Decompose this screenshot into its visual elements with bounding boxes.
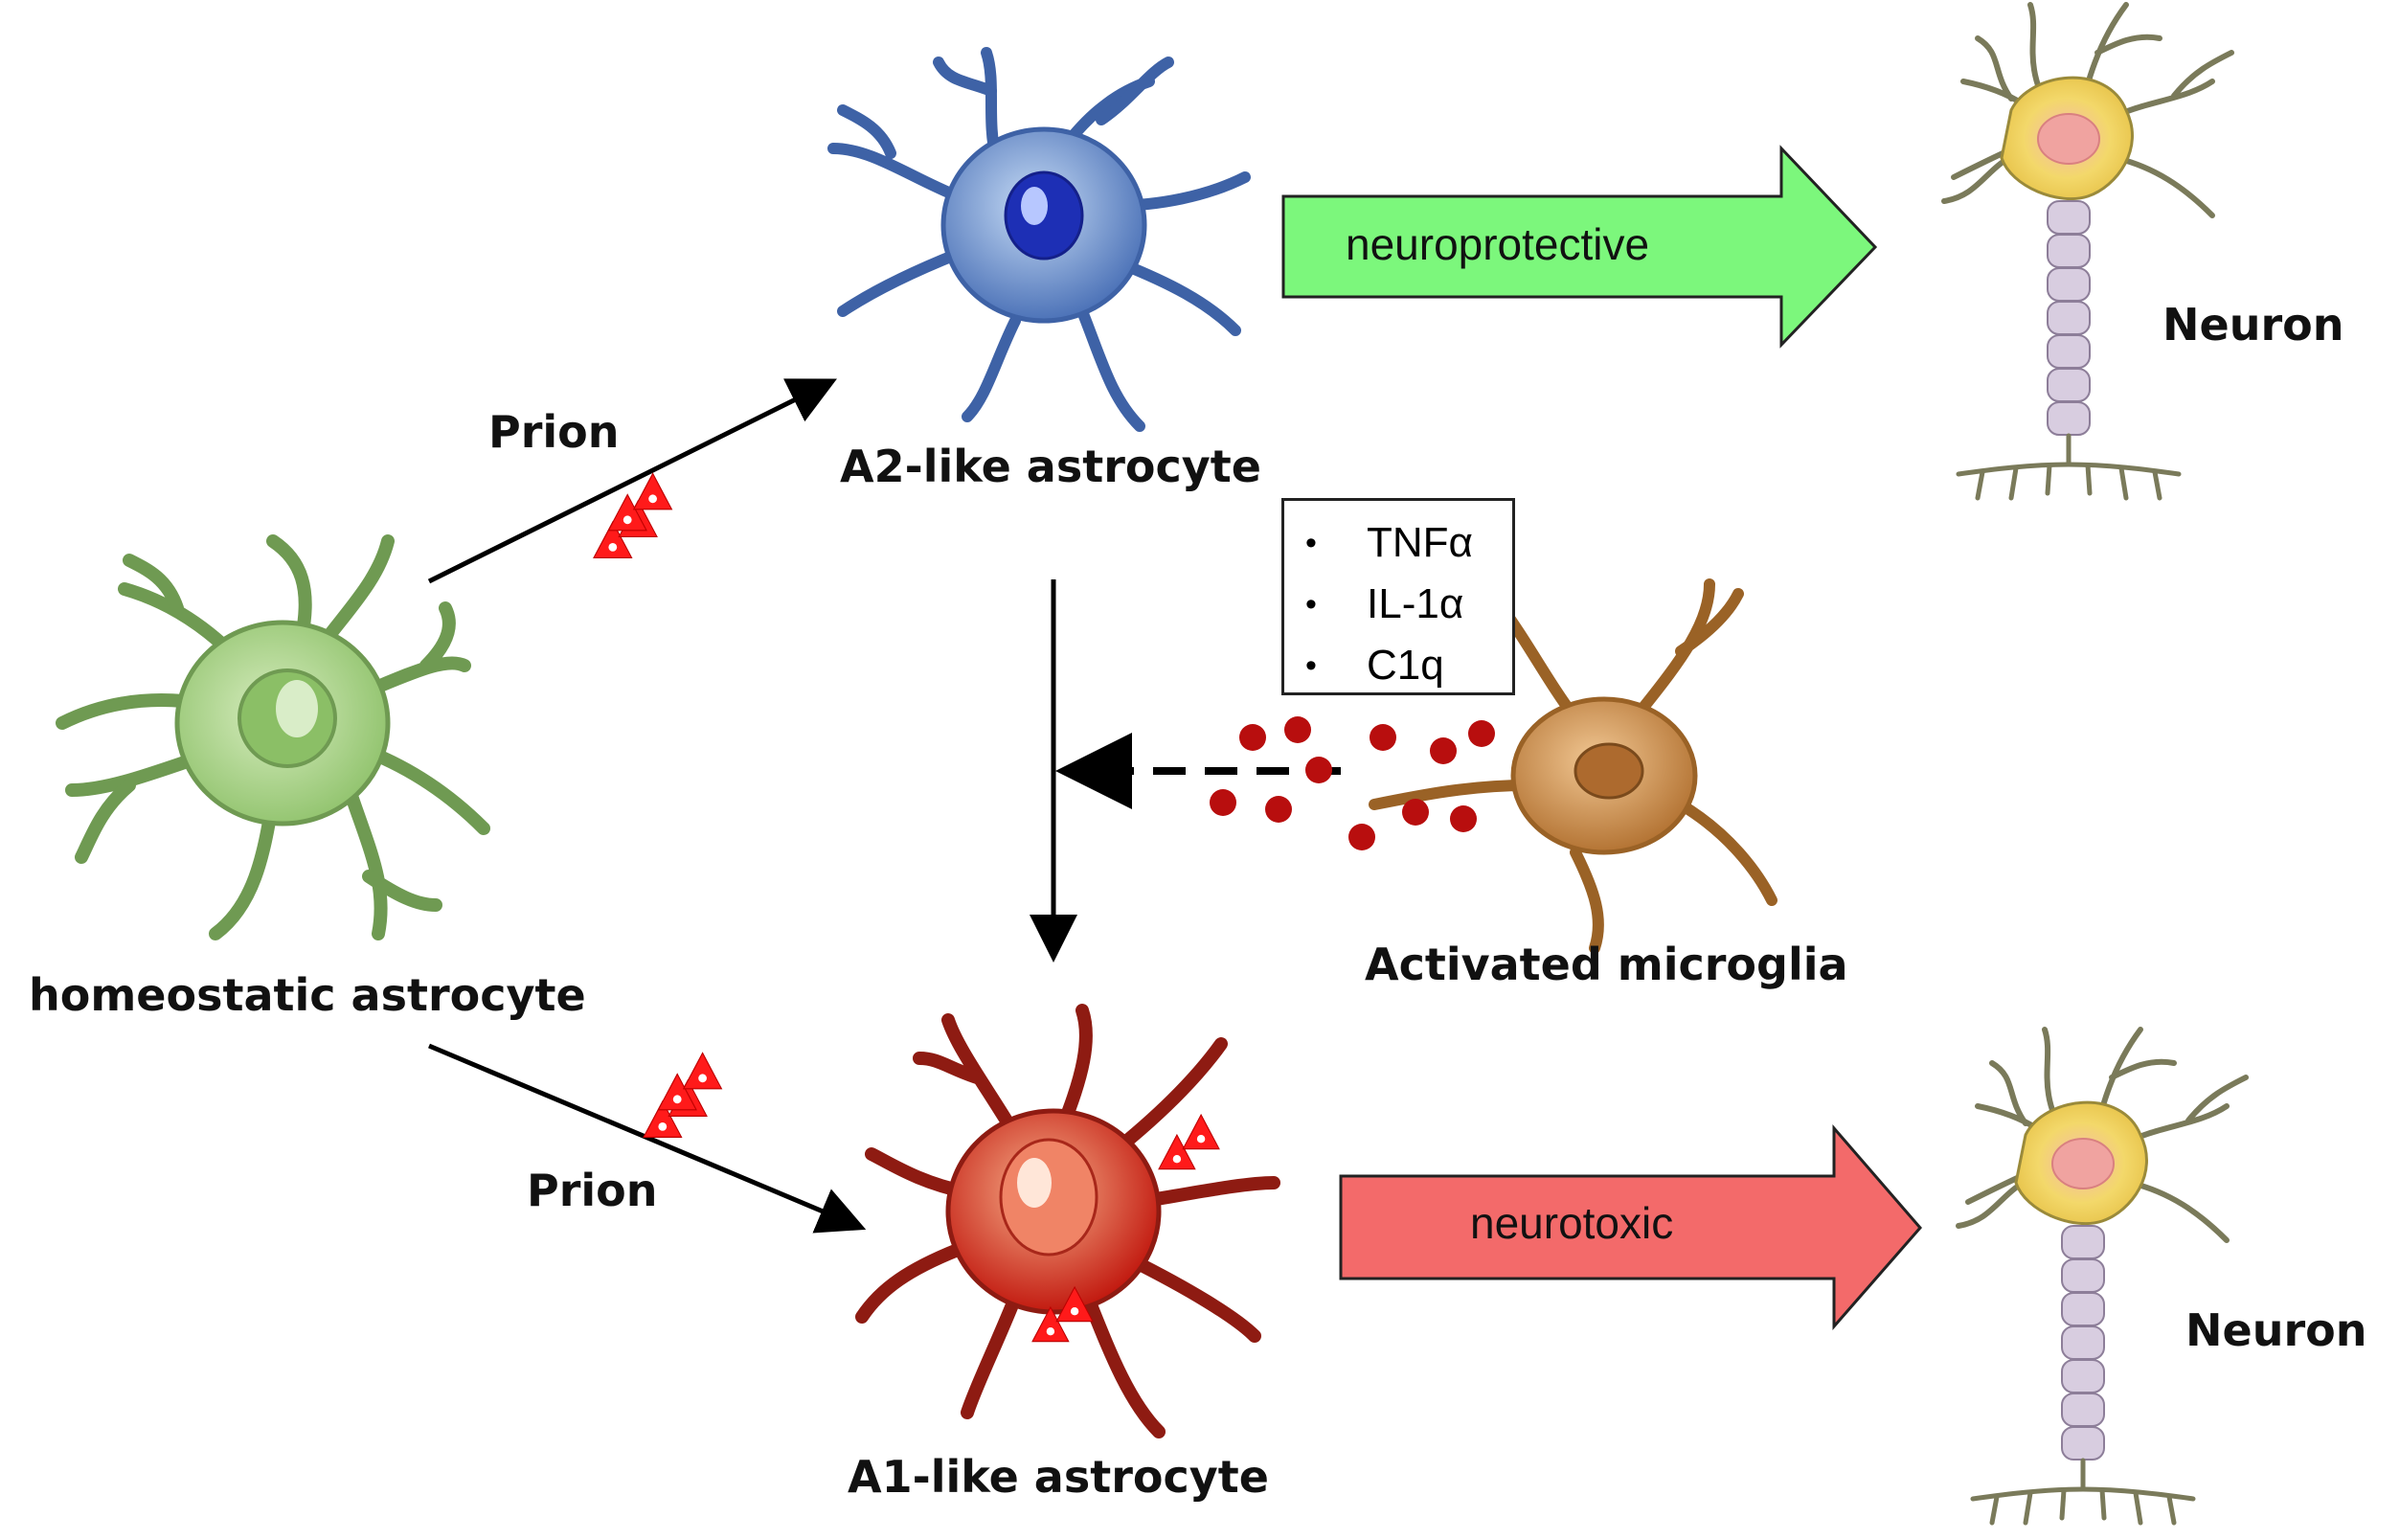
a2-astrocyte-label: A2-like astrocyte: [840, 441, 1261, 492]
microglia-icon: [1369, 578, 1777, 954]
cytokine-item: TNFα: [1305, 514, 1512, 576]
neurotoxic-label: neurotoxic: [1470, 1198, 1674, 1248]
prion-arrow-bottom: [428, 1043, 867, 1234]
cytokine-item: C1q: [1305, 637, 1512, 698]
prion-arrow-top: [427, 378, 837, 584]
a1-astrocyte-label: A1-like astrocyte: [848, 1451, 1269, 1503]
neuron-bottom-icon: [1958, 1030, 2246, 1523]
neuroprotective-arrow: [1281, 145, 1878, 349]
a2-astrocyte-icon: [827, 47, 1251, 432]
cytokine-list-box: TNFα IL-1α C1q: [1281, 498, 1515, 695]
cytokine-item: IL-1α: [1305, 576, 1512, 637]
a1-astrocyte-icon: [855, 1004, 1280, 1438]
microglia-label: Activated microglia: [1365, 939, 1848, 990]
neuron-top-label: Neuron: [2162, 299, 2344, 351]
prion-aggregate-bottom-icon: [643, 1052, 722, 1138]
prion-aggregate-top-icon: [593, 472, 672, 558]
cytokine-dots: [1210, 716, 1495, 850]
prion-top-label: Prion: [488, 406, 620, 458]
neuroprotective-label: neuroprotective: [1346, 219, 1650, 269]
homeostatic-astrocyte-icon: [56, 534, 490, 940]
cytokine-list: TNFα IL-1α C1q: [1284, 501, 1512, 698]
neuron-top-icon: [1944, 5, 2231, 498]
homeostatic-astrocyte-label: homeostatic astrocyte: [29, 969, 586, 1021]
neuron-bottom-label: Neuron: [2185, 1304, 2367, 1356]
prion-bottom-label: Prion: [527, 1165, 658, 1216]
neurotoxic-arrow: [1339, 1123, 1922, 1330]
prion-aggregate-a1-right-icon: [1158, 1114, 1220, 1170]
